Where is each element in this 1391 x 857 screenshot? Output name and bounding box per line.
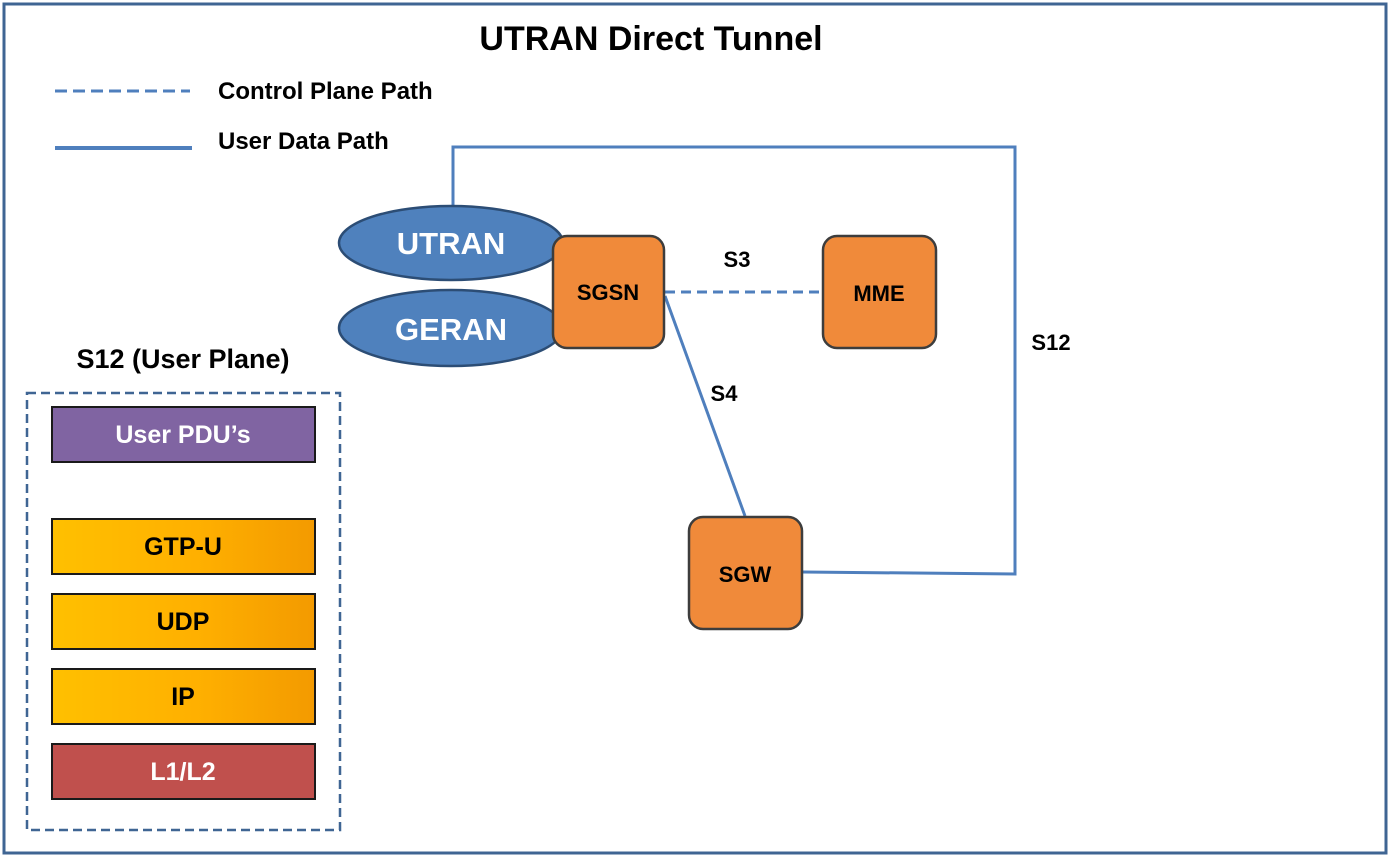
diagram-title: UTRAN Direct Tunnel [479,20,822,58]
sgsn-node [551,234,666,350]
layer-user-pdu-label: User PDU’s [115,421,250,449]
interface-label-s4: S4 [711,381,739,406]
sgw-node [687,515,804,631]
layer-udp [51,593,316,650]
layer-l1-l2-label: L1/L2 [150,758,215,786]
layer-l1-l2 [51,743,316,800]
legend-user-data-label: User Data Path [218,128,389,155]
interface-label-s12: S12 [1031,330,1070,355]
mme-node [821,234,938,350]
legend-control-plane-label: Control Plane Path [218,78,433,105]
sgsn-label: SGSN [577,280,639,305]
layer-udp-label: UDP [157,608,210,636]
layer-user-pdu [51,406,316,463]
s4-user-path [663,295,747,517]
sgw-label: SGW [719,562,772,587]
layer-ip [51,668,316,725]
layer-gtp-u-label: GTP-U [144,533,222,561]
stack-title: S12 (User Plane) [76,344,289,374]
layer-ip-label: IP [171,683,195,711]
utran-label: UTRAN [397,226,506,261]
interface-label-s3: S3 [724,247,751,272]
stack-dashed-frame [25,391,342,832]
geran-label: GERAN [395,312,507,347]
layer-gtp-u [51,518,316,575]
mme-label: MME [853,281,904,306]
s12-user-path [451,145,1017,576]
